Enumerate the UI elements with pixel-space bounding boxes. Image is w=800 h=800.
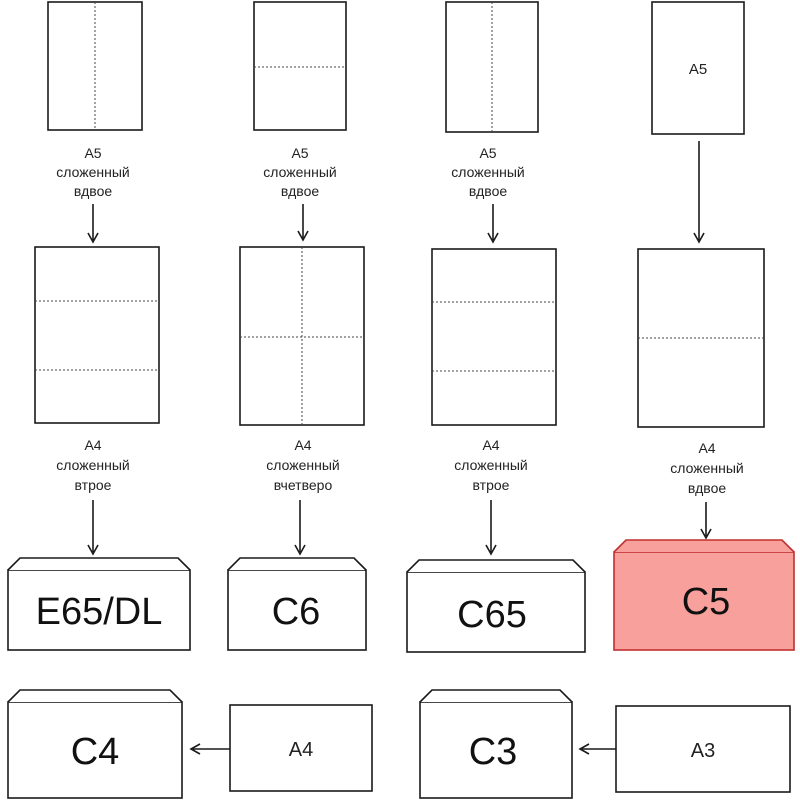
- bottom-pair-2: C3 A3: [419, 689, 791, 799]
- envelope-label: E65/DL: [36, 591, 163, 633]
- a5-caption-line-1: A5: [84, 145, 101, 161]
- envelope-flap: [419, 689, 573, 703]
- bottom-pair-1: C4 A4: [7, 689, 373, 799]
- a4-caption-line-2: сложенный: [454, 457, 527, 473]
- envelope-flap: [227, 557, 367, 571]
- arrow-head: [485, 544, 497, 556]
- column-2: A5 сложенный вдвое A4 сложенный вчетверо…: [227, 1, 367, 651]
- envelope-flap: [406, 559, 586, 573]
- a5-caption-line-1: A5: [291, 145, 308, 161]
- envelope-label: C6: [272, 591, 321, 633]
- envelope: E65/DL: [7, 557, 191, 651]
- column-4: A5 A4 сложенный вдвое C5: [613, 1, 795, 651]
- a4-sheet: [34, 246, 160, 424]
- a4-caption-line-3: втрое: [473, 477, 510, 493]
- envelope-body: [7, 701, 183, 799]
- arrow-head: [487, 232, 499, 244]
- a5-caption-line-3: вдвое: [469, 183, 508, 199]
- a4-caption-line-3: вчетверо: [274, 477, 333, 493]
- arrow-head: [87, 232, 99, 244]
- a4-sheet: [431, 248, 557, 426]
- envelope-flap: [613, 539, 795, 553]
- envelope-label: C5: [682, 581, 731, 623]
- a4-caption-line-3: втрое: [75, 477, 112, 493]
- envelope: C65: [406, 559, 586, 653]
- a5-caption-line-3: вдвое: [74, 183, 113, 199]
- envelope-flap: [7, 557, 191, 571]
- a5-caption-line-2: сложенный: [263, 164, 336, 180]
- a5-caption-line-1: A5: [479, 145, 496, 161]
- envelope: C4: [7, 689, 183, 799]
- envelope-body: [406, 571, 586, 653]
- sheet-label: A3: [691, 740, 715, 762]
- a4-caption-line-2: сложенный: [670, 460, 743, 476]
- envelope-body: [7, 569, 191, 651]
- a4-caption-line-1: A4: [294, 437, 311, 453]
- envelope-label: C65: [457, 594, 527, 636]
- envelope-label: C4: [71, 731, 120, 773]
- arrow-head: [297, 230, 309, 242]
- column-3: A5 сложенный вдвое A4 сложенный втрое C6…: [406, 1, 586, 653]
- a5-caption-line-2: сложенный: [451, 164, 524, 180]
- a4-caption-line-2: сложенный: [56, 457, 129, 473]
- a5-sheet: [253, 1, 347, 131]
- envelope-highlighted: C5: [613, 539, 795, 651]
- sheet-box: [615, 705, 791, 793]
- a5-sheet: [651, 1, 745, 135]
- column-1: A5 сложенный вдвое A4 сложенный втрое E6…: [7, 1, 191, 651]
- arrow-head: [87, 544, 99, 556]
- envelope-body: [613, 551, 795, 651]
- envelope-body: [227, 569, 367, 651]
- envelope-flap: [7, 689, 183, 703]
- arrow-head: [700, 528, 712, 540]
- a4-caption-line-1: A4: [84, 437, 101, 453]
- a4-sheet: [637, 248, 765, 428]
- a4-caption-line-2: сложенный: [266, 457, 339, 473]
- sheet-label: A4: [289, 739, 313, 761]
- arrow-head: [578, 743, 590, 755]
- envelope-label: C3: [469, 731, 518, 773]
- a5-caption-line-3: вдвое: [281, 183, 320, 199]
- arrow-head: [189, 743, 201, 755]
- a4-caption-line-1: A4: [482, 437, 499, 453]
- arrow-head: [294, 544, 306, 556]
- a4-caption-line-1: A4: [698, 440, 715, 456]
- arrow-head: [693, 232, 705, 244]
- a4-caption-line-3: вдвое: [688, 480, 727, 496]
- a5-caption-line-2: сложенный: [56, 164, 129, 180]
- envelope: C6: [227, 557, 367, 651]
- envelope: C3: [419, 689, 573, 799]
- a5-sheet-label: A5: [689, 61, 707, 78]
- sheet-box: [229, 704, 373, 792]
